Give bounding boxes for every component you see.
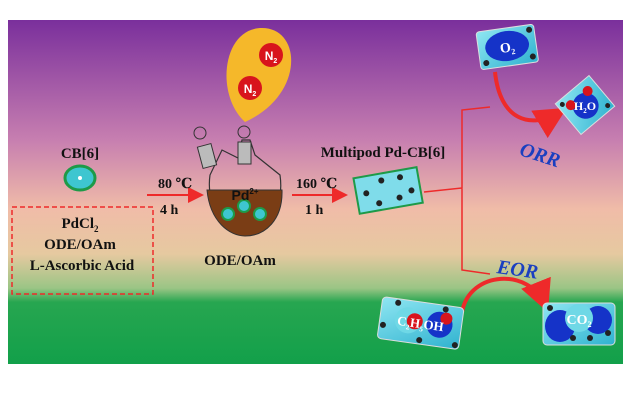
step1-time: 4 h (160, 203, 179, 218)
co2-plate-icon: CO2 (542, 302, 616, 346)
cb6-label: CB[6] (61, 146, 99, 162)
svg-text:N2: N2 (265, 49, 278, 65)
reaction-flask-icon: Pd2+ (193, 125, 283, 237)
svg-text:C2H5OH: C2H5OH (396, 313, 445, 336)
svg-text:CO2: CO2 (567, 313, 592, 329)
cb6-molecule-icon (63, 164, 97, 192)
svg-text:O2: O2 (499, 40, 516, 58)
svg-text:Pd2+: Pd2+ (231, 187, 258, 203)
reagent-box (11, 206, 154, 295)
h2o-label: H2O (574, 99, 596, 115)
eor-arrow (460, 276, 551, 313)
orr-arrow (493, 71, 567, 139)
h2o-plate-icon (554, 74, 616, 136)
step1-temp: 80 ℃ (158, 177, 193, 192)
o2-plate-icon: O2 (475, 24, 539, 70)
svg-text:N2: N2 (244, 82, 257, 98)
reagent-solvent: ODE/OAm (44, 237, 116, 253)
nitrogen-balloon-icon: N2 N2 (226, 28, 292, 122)
step2-temp: 160 ℃ (296, 177, 338, 192)
product-label: Multipod Pd-CB[6] (321, 145, 446, 161)
flask-solvent-label: ODE/OAm (204, 253, 276, 269)
reagent-ascorbic-acid: L-Ascorbic Acid (30, 258, 135, 274)
branch-bracket (423, 106, 491, 275)
background-panel (8, 20, 623, 364)
ethanol-plate-icon: C2H5OH (377, 296, 465, 350)
step2-time: 1 h (305, 203, 324, 218)
reagent-pdcl2: PdCl2 (61, 216, 99, 234)
multipod-pd-cb6-icon (352, 166, 424, 215)
